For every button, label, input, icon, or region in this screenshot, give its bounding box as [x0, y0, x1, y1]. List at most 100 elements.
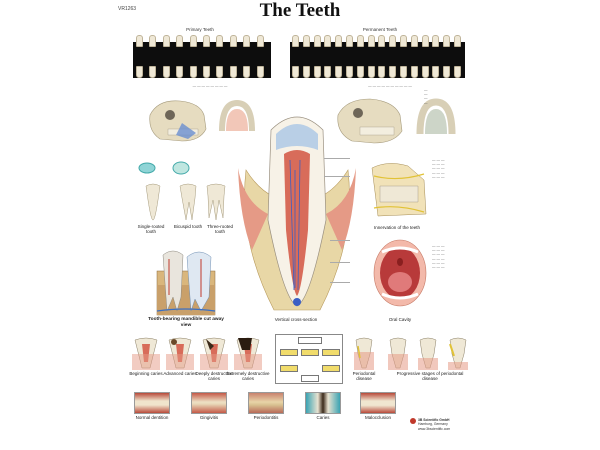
two-rooted-caption: Bicuspid tooth	[173, 224, 203, 229]
permanent-lower-tooth	[410, 66, 418, 78]
permanent-upper-tooth	[400, 35, 407, 47]
photo-malocclusion-caption: Malocclusion	[364, 415, 391, 420]
photo-periodontitis	[248, 392, 284, 414]
permanent-lower-tooth	[400, 66, 407, 78]
primary-formula: ― ― ― ― ― ― ― ―	[192, 84, 228, 88]
oral-callouts: — — —— — —— — —— — —— — —— — —	[432, 244, 445, 269]
permanent-upper-tooth	[421, 35, 429, 47]
caries-stage-4	[234, 337, 262, 370]
permanent-lower-tooth	[454, 66, 461, 78]
photo-gingivitis	[191, 392, 227, 414]
innervation-illustration	[371, 163, 427, 217]
caries-stage-3	[200, 337, 228, 370]
primary-upper-tooth	[149, 35, 157, 47]
photo-normal-caption: Normal dentition	[135, 415, 169, 420]
callout-line	[324, 158, 350, 159]
innervation-caption: Innervation of the teeth	[373, 225, 421, 230]
primary-lower-tooth	[256, 66, 264, 78]
permanent-lower-tooth	[443, 66, 451, 78]
permanent-upper-tooth	[410, 35, 418, 47]
primary-upper-tooth	[189, 35, 197, 47]
callout-line	[324, 176, 350, 177]
permanent-teeth-label: Permanent Teeth	[362, 27, 398, 32]
caries-stage-1	[132, 337, 160, 370]
photo-periodontitis-caption: Periodontitis	[253, 415, 279, 420]
periodontal-tooth	[354, 337, 374, 370]
permanent-upper-tooth	[378, 35, 386, 47]
permanent-lower-tooth	[313, 66, 321, 78]
page-title: The Teeth	[259, 0, 341, 21]
permanent-lower-tooth	[292, 66, 299, 78]
flow-node	[322, 349, 340, 356]
primary-teeth-label: Primary Teeth	[186, 27, 214, 32]
permanent-upper-tooth	[324, 35, 332, 47]
adult-skull-illustration	[337, 98, 403, 144]
primary-lower-tooth	[203, 66, 210, 78]
permanent-upper-tooth	[302, 35, 310, 47]
photo-caries	[305, 392, 341, 414]
permanent-lower-tooth	[356, 66, 364, 78]
caries-flowchart	[275, 334, 343, 384]
chart-code: VR1263	[118, 6, 137, 12]
publisher-logo	[410, 418, 416, 424]
child-skull-illustration	[149, 100, 207, 142]
permanent-lower-tooth	[346, 66, 353, 78]
caries-stage-3-caption: Deeply destructive caries	[195, 371, 233, 382]
caries-stage-2	[166, 337, 194, 370]
primary-lower-tooth	[243, 66, 251, 78]
periodontal-stages	[388, 337, 468, 370]
primary-upper-tooth	[229, 35, 237, 47]
primary-upper-tooth	[256, 35, 264, 47]
permanent-lower-tooth	[335, 66, 343, 78]
publisher-name: 3B Scientific GmbH	[418, 418, 450, 422]
primary-upper-tooth	[243, 35, 251, 47]
photo-caries-caption: Caries	[316, 415, 330, 420]
flow-node	[280, 365, 298, 372]
publisher-line2: Hamburg, Germany	[418, 422, 448, 427]
oral-cavity-illustration	[373, 239, 427, 307]
permanent-formula: ― ― ― ― ― ― ― ― ― ―	[368, 84, 412, 88]
permanent-lower-tooth	[302, 66, 310, 78]
permanent-lower-tooth	[378, 66, 386, 78]
primary-lower-tooth	[149, 66, 157, 78]
vertical-section-illustration	[238, 116, 356, 311]
arch-callouts: ————	[424, 88, 428, 105]
permanent-upper-tooth	[367, 35, 375, 47]
primary-arch-illustration	[219, 99, 255, 132]
permanent-lower-tooth	[421, 66, 429, 78]
primary-lower-tooth	[216, 66, 224, 78]
caries-stage-2-caption: Advanced caries	[163, 371, 197, 376]
flow-node	[301, 349, 319, 356]
permanent-upper-tooth	[454, 35, 461, 47]
primary-lower-tooth	[136, 66, 143, 78]
photo-normal	[134, 392, 170, 414]
permanent-upper-tooth	[346, 35, 353, 47]
callout-line	[330, 240, 350, 241]
two-rooted-tooth	[179, 183, 197, 221]
primary-lower-tooth	[189, 66, 197, 78]
permanent-upper-tooth	[292, 35, 299, 47]
single-rooted-tooth	[145, 183, 161, 221]
primary-upper-tooth	[203, 35, 210, 47]
three-rooted-caption: Three-rooted tooth	[206, 224, 233, 235]
primary-upper-tooth	[136, 35, 143, 47]
permanent-upper-tooth	[313, 35, 321, 47]
caries-stage-4-caption: Extremely destructive caries	[226, 371, 270, 382]
primary-upper-tooth	[162, 35, 170, 47]
vertical-section-caption: Vertical cross-section	[274, 317, 318, 322]
publisher-line3: www.3bscientific.com	[418, 426, 451, 431]
photo-malocclusion	[360, 392, 396, 414]
permanent-lower-tooth	[389, 66, 397, 78]
innervation-callouts: — — —— — —— — —— — —— — —	[432, 158, 445, 179]
flow-node	[280, 349, 298, 356]
permanent-lower-tooth	[367, 66, 375, 78]
permanent-upper-tooth	[335, 35, 343, 47]
tooth-germ-illustration	[138, 161, 190, 175]
publisher-block: 3B Scientific GmbH Hamburg, Germany www.…	[418, 418, 472, 431]
flow-top-node	[298, 337, 322, 344]
primary-lower-tooth	[176, 66, 184, 78]
photo-gingivitis-caption: Gingivitis	[199, 415, 219, 420]
flow-node	[322, 365, 340, 372]
permanent-upper-tooth	[389, 35, 397, 47]
primary-lower-tooth	[162, 66, 170, 78]
